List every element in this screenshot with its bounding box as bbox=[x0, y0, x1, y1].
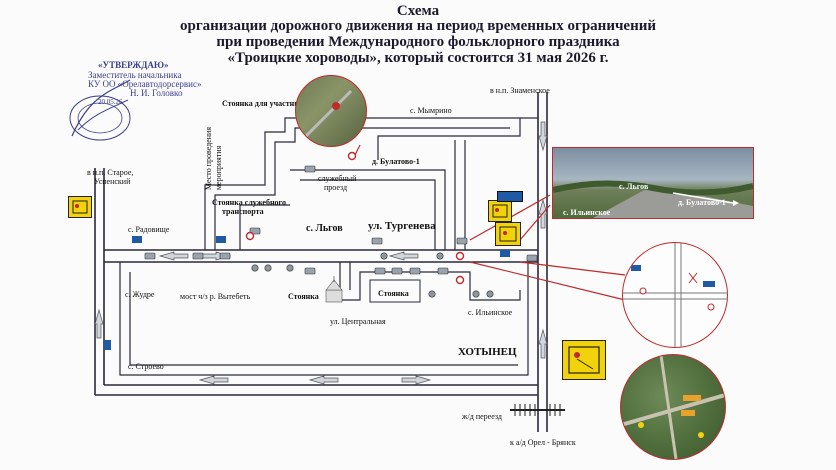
scheme-title-3: при проведении Международного фольклорно… bbox=[216, 34, 620, 50]
railway-crossing-icon bbox=[510, 404, 565, 416]
label-service-road-1: служебный bbox=[318, 174, 357, 183]
blue-direction-sign bbox=[497, 191, 523, 202]
photo-label-lgov: с. Льгов bbox=[619, 182, 649, 191]
label-parking-service-2: транспорта bbox=[222, 207, 264, 216]
label-khotynets: ХОТЫНЕЦ bbox=[458, 346, 517, 358]
label-service-road-2: проезд bbox=[324, 183, 348, 192]
label-stroevo: с. Строево bbox=[128, 362, 164, 371]
label-staroe-2: Успенский bbox=[94, 177, 131, 186]
road-photo: с. Льгов с. Ильинское д. Булатово-1 bbox=[552, 147, 754, 219]
label-zhudre: с. Жудре bbox=[125, 290, 155, 299]
prohibition-signs bbox=[245, 151, 465, 285]
label-parking-service-1: Стоянка служебного bbox=[212, 198, 286, 207]
label-railway: ж/д переезд bbox=[462, 412, 502, 421]
label-turgeneva: ул. Тургенева bbox=[368, 220, 436, 232]
label-znamenskoe: в н.п. Знаменское bbox=[490, 86, 550, 95]
label-place-2: мероприятия bbox=[214, 145, 223, 190]
label-lgov: с. Льгов bbox=[306, 223, 343, 234]
detour-sign-center bbox=[488, 200, 512, 222]
traffic-arrows bbox=[94, 121, 548, 385]
scheme-title-4: «Троицкие хороводы», который состоится 3… bbox=[227, 50, 609, 66]
label-parking-2: Стоянка bbox=[378, 289, 409, 298]
label-orel-bryansk: к а/д Орел - Брянск bbox=[510, 438, 576, 447]
bus-stop-signs bbox=[104, 236, 510, 350]
label-staroe-1: в н.п. Старое, bbox=[87, 168, 134, 177]
scheme-title-2: организации дорожного движения на период… bbox=[179, 18, 656, 34]
approval-org: КУ ОО «Орелавтодорсервис» bbox=[88, 79, 202, 89]
intersection-diagram-inset bbox=[622, 242, 728, 348]
scheme-title-1: Схема bbox=[396, 3, 440, 19]
aerial-photo-parking bbox=[295, 75, 367, 147]
detour-sign-left bbox=[68, 196, 92, 218]
photo-label-ilyinskoe: с. Ильинское bbox=[563, 208, 611, 217]
label-parking-1: Стоянка bbox=[288, 292, 319, 301]
label-ilyinskoe: с. Ильинское bbox=[468, 308, 513, 317]
label-bulatovo: д. Булатово-1 bbox=[372, 157, 420, 166]
round-signs bbox=[251, 252, 494, 298]
aerial-photo-crossing bbox=[620, 354, 726, 460]
label-radovische: с. Радовище bbox=[128, 225, 170, 234]
label-parking-participants: Стоянка для участников мероприятия bbox=[222, 99, 362, 108]
label-place-1: Место проведения bbox=[204, 126, 213, 190]
vehicle-icons bbox=[144, 165, 538, 275]
approval-heading: «УТВЕРЖДАЮ» bbox=[98, 60, 169, 70]
photo-label-bulatovo: д. Булатово-1 bbox=[678, 198, 726, 207]
label-bridge: мост ч/з р. Вытебеть bbox=[180, 292, 251, 301]
church-icon bbox=[325, 276, 343, 303]
detour-sign-center-2 bbox=[495, 222, 521, 246]
detour-sign-right bbox=[562, 340, 606, 380]
label-mymrino: с. Мымрино bbox=[410, 106, 452, 115]
label-tsentralnaya: ул. Центральная bbox=[330, 317, 386, 326]
approval-name: Н. И. Головко bbox=[130, 88, 183, 98]
approval-position: Заместитель начальника bbox=[88, 70, 182, 80]
